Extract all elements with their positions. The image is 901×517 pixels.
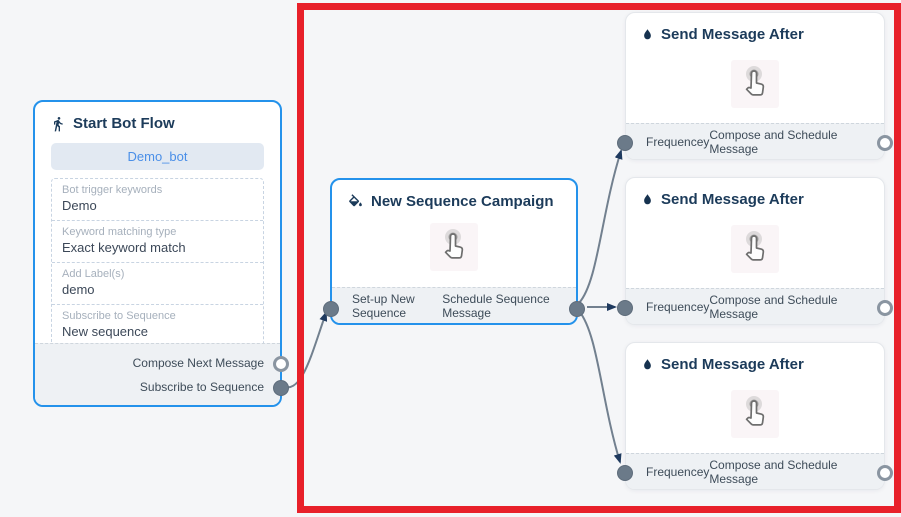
port-compose-and-schedule-message[interactable] — [877, 465, 893, 481]
node-new-sequence-campaign[interactable]: New Sequence Campaign Set-up New Sequenc… — [323, 178, 585, 325]
port-set-up-new-sequence[interactable] — [323, 301, 339, 317]
send-node-title: Send Message After — [661, 191, 804, 208]
field-value: Exact keyword match — [62, 240, 186, 255]
bot-name-button[interactable]: Demo_bot — [51, 143, 264, 170]
node-send-message-after-2[interactable]: Send Message After Frequencey Compose an… — [617, 177, 893, 325]
start-node-fields: Bot trigger keywords Demo Keyword matchi… — [51, 178, 264, 347]
field-subscribe-to-sequence[interactable]: Subscribe to Sequence New sequence — [52, 304, 263, 346]
send-node-footer: Frequencey Compose and Schedule Message — [626, 123, 884, 159]
walking-person-icon — [54, 116, 63, 131]
port-schedule-sequence-message[interactable] — [569, 301, 585, 317]
edge-campaign-to-send-3 — [578, 310, 622, 464]
campaign-node-header: New Sequence Campaign — [332, 180, 576, 217]
send-input-label: Frequencey — [646, 299, 710, 314]
send-output-label: Compose and Schedule Message — [709, 292, 838, 321]
send-node-title: Send Message After — [661, 26, 804, 43]
campaign-input-label: Set-up New Sequence — [352, 291, 415, 320]
send-node-header: Send Message After — [626, 13, 884, 50]
campaign-node-title: New Sequence Campaign — [371, 193, 554, 210]
start-node-title: Start Bot Flow — [73, 115, 175, 132]
field-label: Keyword matching type — [62, 226, 177, 238]
field-value: Demo — [62, 198, 97, 213]
send-node-footer: Frequencey Compose and Schedule Message — [626, 453, 884, 489]
campaign-node-footer: Set-up New Sequence Schedule Sequence Me… — [332, 287, 576, 323]
water-drop-icon — [644, 29, 651, 40]
send-output-label: Compose and Schedule Message — [709, 457, 838, 486]
field-keyword-matching-type[interactable]: Keyword matching type Exact keyword matc… — [52, 220, 263, 262]
field-value: demo — [62, 282, 95, 297]
port-frequencey[interactable] — [617, 465, 633, 481]
send-input-label: Frequencey — [646, 464, 710, 479]
water-drop-icon — [644, 194, 651, 205]
port-compose-and-schedule-message[interactable] — [877, 135, 893, 151]
tap-hand-icon[interactable] — [731, 60, 779, 108]
send-node-header: Send Message After — [626, 178, 884, 215]
port-frequencey[interactable] — [617, 300, 633, 316]
send-node-footer: Frequencey Compose and Schedule Message — [626, 288, 884, 324]
port-compose-next-message[interactable] — [273, 356, 289, 372]
field-label: Bot trigger keywords — [62, 184, 163, 196]
send-node-header: Send Message After — [626, 343, 884, 380]
field-label: Subscribe to Sequence — [62, 310, 176, 322]
node-start-bot-flow[interactable]: Start Bot Flow Demo_bot Bot trigger keyw… — [33, 100, 289, 407]
start-node-footer: Compose Next Message Subscribe to Sequen… — [35, 343, 280, 405]
field-label: Add Label(s) — [62, 268, 125, 280]
campaign-output-label: Schedule Sequence Message — [442, 291, 550, 320]
edge-start-to-campaign — [281, 311, 328, 389]
output-compose-next-message: Compose Next Message — [132, 355, 264, 370]
send-input-label: Frequencey — [646, 134, 710, 149]
edge-campaign-to-send-1 — [578, 149, 623, 304]
send-output-label: Compose and Schedule Message — [709, 127, 838, 156]
field-bot-trigger-keywords[interactable]: Bot trigger keywords Demo — [52, 179, 263, 220]
node-send-message-after-3[interactable]: Send Message After Frequencey Compose an… — [617, 342, 893, 490]
port-compose-and-schedule-message[interactable] — [877, 300, 893, 316]
tap-hand-icon[interactable] — [731, 390, 779, 438]
tap-hand-icon[interactable] — [430, 223, 478, 271]
port-frequencey[interactable] — [617, 135, 633, 151]
paint-bucket-icon — [349, 193, 362, 206]
port-subscribe-to-sequence[interactable] — [273, 380, 289, 396]
tap-hand-icon[interactable] — [731, 225, 779, 273]
field-add-labels[interactable]: Add Label(s) demo — [52, 262, 263, 304]
send-node-title: Send Message After — [661, 356, 804, 373]
node-send-message-after-1[interactable]: Send Message After Frequencey Compose an… — [617, 12, 893, 160]
water-drop-icon — [644, 359, 651, 370]
start-node-header: Start Bot Flow — [35, 102, 280, 139]
field-value: New sequence — [62, 324, 148, 339]
output-subscribe-to-sequence: Subscribe to Sequence — [139, 379, 264, 394]
